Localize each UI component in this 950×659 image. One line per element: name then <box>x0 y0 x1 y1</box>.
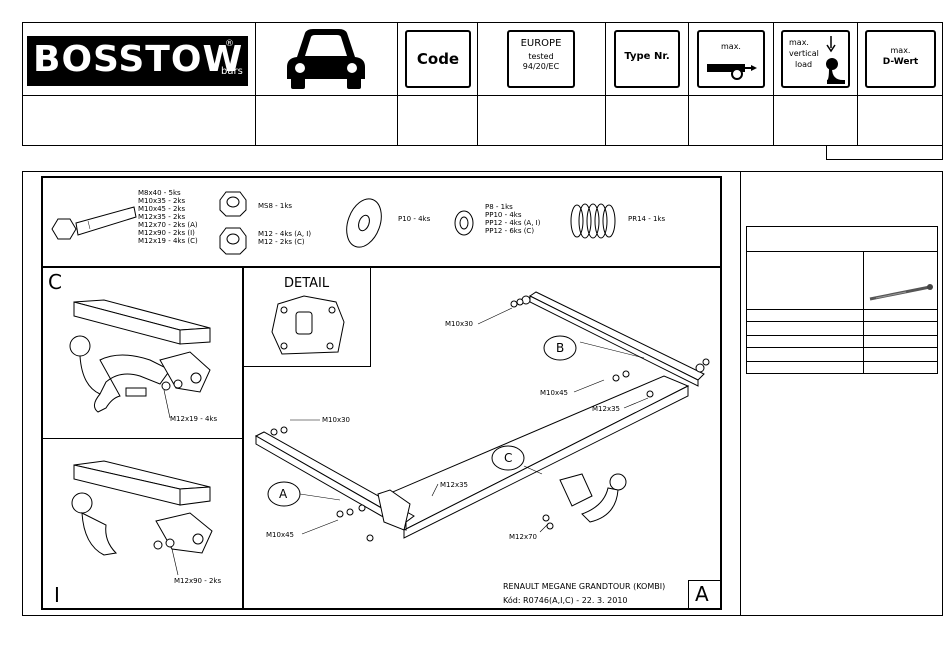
table-rule <box>746 309 938 310</box>
c-i-divider <box>41 438 243 439</box>
col-divider <box>397 22 398 146</box>
europe-tested-icon: EUROPE tested 94/20/EC <box>507 30 575 88</box>
dwert-line1: max. <box>890 46 911 55</box>
callout-m10x30-left: M10x30 <box>322 416 350 424</box>
col-divider <box>477 22 478 146</box>
table-rule <box>746 347 938 348</box>
drawing-frame-outer <box>22 171 943 616</box>
spring-washer-icon <box>570 203 616 239</box>
table-rule <box>746 321 938 322</box>
bolt-item: M10x35 - 2ks <box>138 197 186 205</box>
max-label: max. <box>721 42 741 51</box>
section-c-label: C <box>48 270 62 294</box>
torque-wrench-icon <box>869 284 933 301</box>
header-table <box>22 22 943 146</box>
table-rule <box>746 251 938 252</box>
europe-line3: 94/20/EC <box>522 62 560 71</box>
dwert-icon: max. D-Wert <box>865 30 936 88</box>
torque-table <box>746 226 938 374</box>
bolt-icon <box>51 206 137 240</box>
washer2-item: PP12 - 4ks (A, I) <box>485 219 541 227</box>
table-col-rule <box>863 251 864 374</box>
callout-m12x35-right: M12x35 <box>592 405 620 413</box>
callout-m10x30-top: M10x30 <box>445 320 473 328</box>
bolt-item: M12x19 - 4ks (C) <box>138 237 198 245</box>
bolt-item: M12x35 - 2ks <box>138 213 186 221</box>
callout-m10x45-left: M10x45 <box>266 531 294 539</box>
callout-a: A <box>279 487 288 501</box>
bolt-item: M8x40 - 5ks <box>138 189 181 197</box>
left-panel-divider <box>242 266 244 610</box>
drawing-code: Kód: R0746(A,I,C) - 22. 3. 2010 <box>503 596 628 605</box>
section-a-label: A <box>695 582 709 606</box>
callout-b: B <box>556 341 565 355</box>
washer-icon <box>454 210 474 236</box>
washer2-item: P8 - 1ks <box>485 203 513 211</box>
vl-line2: vertical <box>789 49 819 58</box>
vl-line3: load <box>795 60 813 69</box>
drawing-frame-inner <box>41 176 722 610</box>
detail-plate-drawing <box>271 295 345 355</box>
washer1-label: P10 - 4ks <box>398 215 431 223</box>
nut-icon <box>219 227 247 255</box>
type-nr-icon: Type Nr. <box>614 30 680 88</box>
washer-icon <box>346 198 382 248</box>
bosstow-logo: BOSSTOW ® bars <box>27 36 248 86</box>
bolt-item: M12x90 - 2ks (I) <box>138 229 195 237</box>
col-divider <box>857 22 858 146</box>
section-c-drawing <box>69 299 211 419</box>
col-divider <box>255 22 256 146</box>
nut-icon <box>219 191 247 217</box>
dwert-line2: D-Wert <box>882 57 919 67</box>
detail-title: DETAIL <box>284 276 330 291</box>
section-c-bolt: M12x19 - 4ks <box>170 415 218 423</box>
code-label: Code <box>416 50 460 68</box>
callout-m12x70: M12x70 <box>509 533 537 541</box>
col-divider <box>605 22 606 146</box>
col-divider <box>688 22 689 146</box>
europe-line2: tested <box>528 52 554 61</box>
section-i-bolt: M12x90 - 2ks <box>174 577 222 585</box>
nut2-list: M12 - 4ks (A, I) M12 - 2ks (C) <box>258 230 311 246</box>
down-arrow-icon <box>826 36 845 84</box>
washer2-item: PP12 - 6ks (C) <box>485 227 535 235</box>
parts-row-divider <box>41 266 722 268</box>
trailer-weight-icon: max. <box>697 30 765 88</box>
nut2-item: M12 - 2ks (C) <box>258 238 305 246</box>
header-divider <box>22 95 943 96</box>
logo-sub: bars <box>221 66 243 77</box>
section-i-label: I <box>54 583 60 607</box>
bolt-item: M12x70 - 2ks (A) <box>138 221 198 229</box>
bolt-item: M10x45 - 2ks <box>138 205 186 213</box>
logo-text: BOSSTOW <box>33 39 244 80</box>
header-extra-box <box>826 145 943 160</box>
table-rule <box>746 361 938 362</box>
table-rule <box>746 335 938 336</box>
logo-reg: ® <box>225 39 234 49</box>
vertical-load-icon: max. vertical load <box>781 30 850 88</box>
section-i-drawing <box>71 460 213 576</box>
col-divider <box>773 22 774 146</box>
washer2-item: PP10 - 4ks <box>485 211 522 219</box>
car-icon <box>287 29 365 89</box>
spring-label: PR14 - 1ks <box>628 215 666 223</box>
type-label: Type Nr. <box>624 51 670 62</box>
code-icon: Code <box>405 30 471 88</box>
trailer-icon <box>707 64 757 80</box>
vl-line1: max. <box>789 38 809 47</box>
vehicle-model: RENAULT MEGANE GRANDTOUR (KOMBI) <box>503 582 666 591</box>
bolt-list: M8x40 - 5ks M10x35 - 2ks M10x45 - 2ks M1… <box>138 189 198 245</box>
detail-box <box>243 267 371 367</box>
main-assembly-drawing <box>254 291 710 542</box>
callout-c: C <box>504 451 513 465</box>
nut1-label: MS8 - 1ks <box>258 202 293 210</box>
section-a-box <box>688 580 722 610</box>
callout-m10x45-right: M10x45 <box>540 389 568 397</box>
side-column-divider <box>740 171 741 616</box>
washer2-list: P8 - 1ks PP10 - 4ks PP12 - 4ks (A, I) PP… <box>485 203 540 235</box>
europe-line1: EUROPE <box>520 38 562 49</box>
callout-m12x35-mid: M12x35 <box>440 481 468 489</box>
nut2-item: M12 - 4ks (A, I) <box>258 230 312 238</box>
